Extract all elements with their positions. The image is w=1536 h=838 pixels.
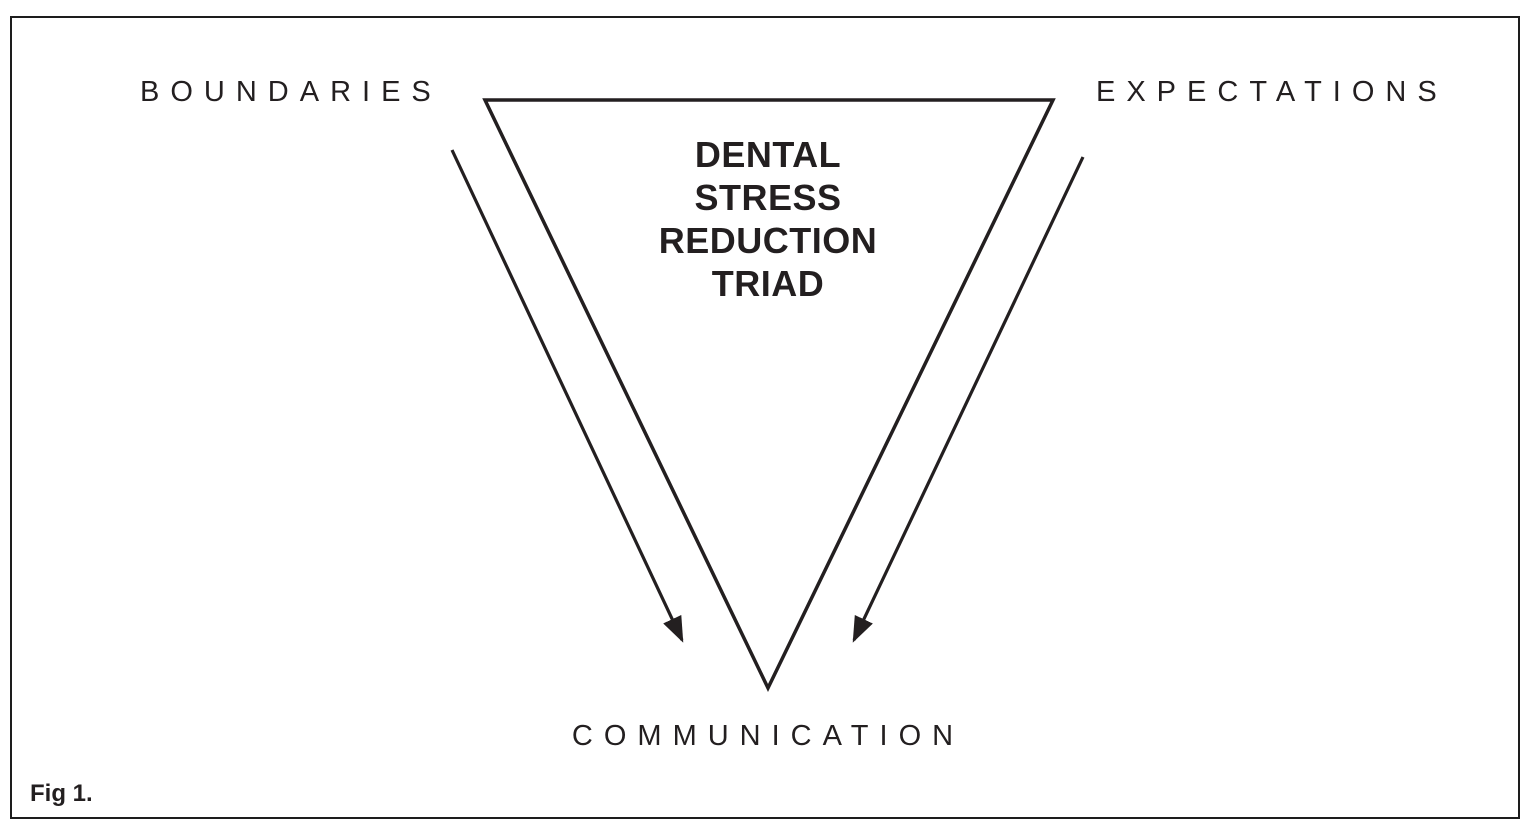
boundaries-label: BOUNDARIES — [140, 76, 442, 108]
left-arrow — [450, 149, 684, 643]
triad-title-line-1: DENTAL — [694, 134, 842, 175]
expectations-label: EXPECTATIONS — [1096, 76, 1448, 108]
figure-border-frame — [10, 16, 1520, 819]
right-arrow — [852, 156, 1085, 643]
triad-title-line-3: REDUCTION — [658, 220, 878, 261]
triad-title: DENTAL STRESS REDUCTION TRIAD — [659, 133, 878, 305]
inverted-triangle-outline — [482, 98, 1056, 693]
communication-label: COMMUNICATION — [571, 720, 965, 752]
triad-title-line-2: STRESS — [694, 177, 842, 218]
triad-title-line-4: TRIAD — [711, 263, 825, 304]
figure-caption: Fig 1. — [30, 780, 93, 807]
